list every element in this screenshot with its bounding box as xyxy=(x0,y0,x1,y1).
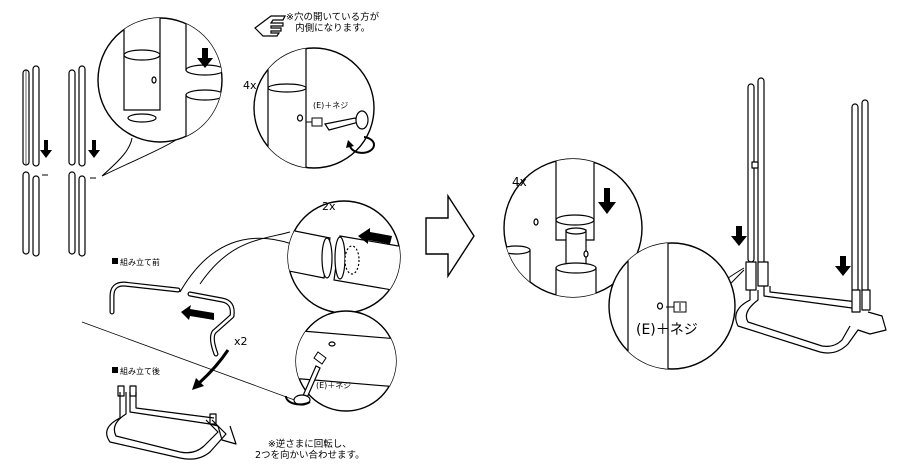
detail-circle-pipe-joint xyxy=(274,201,410,313)
screw-icon xyxy=(42,175,96,178)
screw-label-large: (E)＋ネジ xyxy=(636,322,698,338)
screw-label-bottom: (E)＋ネジ xyxy=(316,381,352,390)
screw-icon xyxy=(314,352,326,364)
down-arrow-icon xyxy=(40,140,100,158)
screwdriver-icon xyxy=(325,111,368,130)
screw-label-top: (E)＋ネジ xyxy=(313,101,349,110)
detail-circle-pole-joint xyxy=(98,10,224,155)
rotate-icon xyxy=(286,396,310,404)
screw-icon xyxy=(306,118,322,126)
pole-set-left xyxy=(23,66,39,256)
curved-arrow-icon xyxy=(198,350,228,384)
rotate-note: ※逆さまに回転し、 2つを向かい合わせます。 xyxy=(255,439,365,462)
inner-side-note-line1: ※穴の開いている方が xyxy=(286,12,380,23)
screw-icon xyxy=(666,302,686,312)
rotate-note-line1: ※逆さまに回転し、 xyxy=(267,439,352,450)
base-frame-after xyxy=(107,386,236,459)
pointing-hand-icon xyxy=(255,16,285,36)
inner-side-note-line2: 内側になります。 xyxy=(295,22,371,34)
base-pipe-before-inner xyxy=(112,284,232,354)
separator-line xyxy=(82,322,300,402)
base-pipe-before xyxy=(112,284,232,354)
final-stand xyxy=(736,78,886,353)
down-arrow-icon xyxy=(731,226,851,276)
after-assembly-label: 組み立て後 xyxy=(112,367,160,376)
before-assembly-label: 組み立て前 xyxy=(112,258,160,267)
detail-circle-screw xyxy=(254,40,374,180)
callout-tail xyxy=(102,138,176,176)
rotate-icon xyxy=(350,137,374,153)
inner-side-note: ※穴の開いている方が 内側になります。 xyxy=(286,12,380,35)
screwdriver-icon xyxy=(294,366,320,405)
detail-circle-base-screw xyxy=(286,311,410,411)
down-arrow-icon xyxy=(598,188,616,214)
base-frames-multiplier: x2 xyxy=(234,335,248,348)
left-arrow-icon xyxy=(181,305,214,320)
detail-circle-screw-large xyxy=(609,240,735,380)
base-pipe-multiplier: 2x xyxy=(322,200,336,213)
final-poles-multiplier: 4x xyxy=(512,175,527,189)
down-arrow-icon xyxy=(197,48,213,68)
pole-set-right xyxy=(69,66,85,256)
next-step-arrow-icon xyxy=(426,196,474,276)
poles-multiplier: 4x xyxy=(243,79,257,92)
rotate-note-line2: 2つを向かい合わせます。 xyxy=(255,449,365,461)
left-arrow-icon xyxy=(358,228,392,244)
